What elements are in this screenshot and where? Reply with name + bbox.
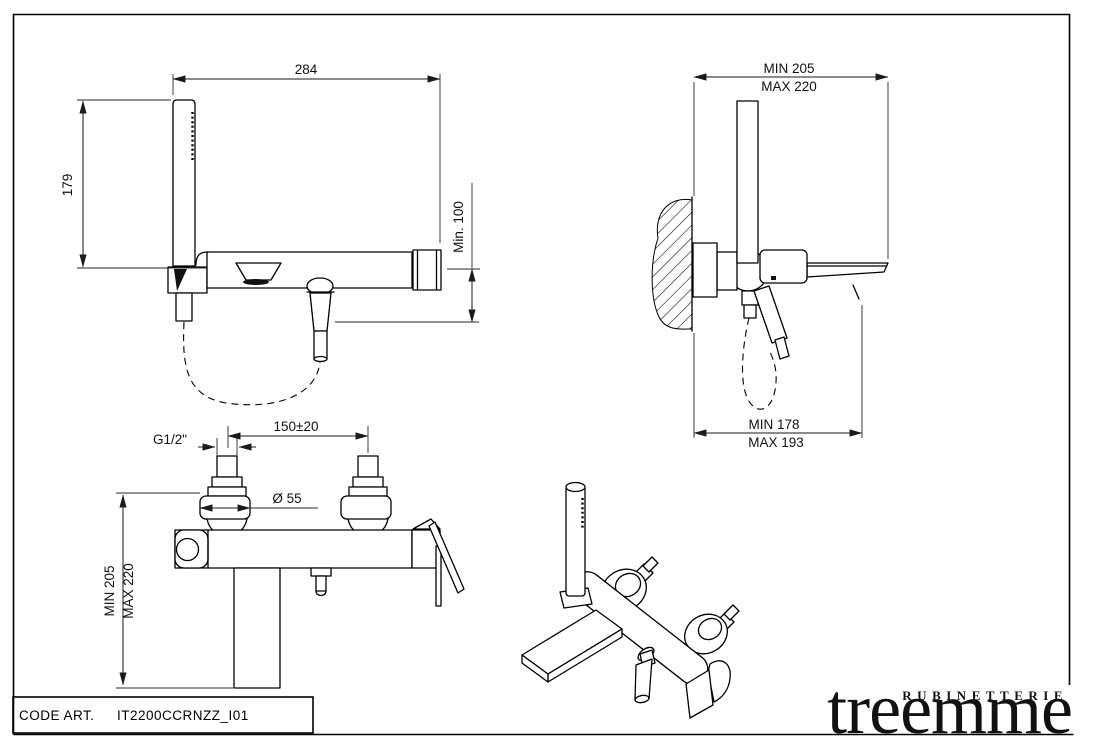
hand-shower <box>172 99 196 267</box>
dim-depth-min-label: MIN 205 <box>763 61 814 76</box>
hand-shower-column <box>736 100 759 264</box>
left-inlet <box>199 455 251 542</box>
dim-height-label: 179 <box>60 174 75 197</box>
hose-loop <box>741 317 777 410</box>
wall-connector <box>716 251 738 291</box>
dim-install-max-label: MAX 220 <box>121 563 136 619</box>
title-block: CODE ART. IT2200CCRNZZ_I01 <box>12 696 314 734</box>
mixer-body-front <box>174 529 413 569</box>
page-border <box>12 13 1074 736</box>
brand-wordmark: treemme <box>827 669 1072 749</box>
dim-install-min-label: MIN 205 <box>102 565 117 616</box>
right-inlet <box>340 455 392 542</box>
iso-hand-shower <box>559 481 593 609</box>
diverter-outlet <box>306 277 335 363</box>
front-view: G1/2" 150±20 Ø 55 MIN 205 MAX 220 <box>102 419 465 689</box>
lever-front <box>411 518 465 607</box>
diverter-front <box>310 567 332 597</box>
mounting-plate <box>692 242 718 298</box>
wall-mount-view: MIN 205 MAX 220 MIN 178 MAX 193 <box>651 61 889 450</box>
drip-mark <box>852 284 860 300</box>
brand-logo: RUBINETTERIE treemme <box>827 669 1073 749</box>
isometric-view <box>521 481 740 719</box>
dim-width-label: 284 <box>295 62 318 77</box>
dim-spacing-label: 150±20 <box>274 419 319 434</box>
code-art-value: IT2200CCRNZZ_I01 <box>117 708 249 723</box>
iso-diverter <box>634 646 656 704</box>
iso-lever <box>685 660 731 719</box>
dim-spout-min-label: MIN 178 <box>748 417 799 432</box>
cascade-spout <box>759 249 889 300</box>
wall-hatch <box>651 198 693 330</box>
body-fillet <box>195 251 209 266</box>
flat-spout-front <box>233 567 281 689</box>
shower-holder <box>167 266 208 294</box>
code-art-label: CODE ART. <box>19 708 95 723</box>
dim-rosette-label: Ø 55 <box>272 491 301 506</box>
side-view: 284 179 Min. 100 <box>60 62 480 406</box>
iso-spout <box>521 609 623 683</box>
body-end-cap <box>412 249 442 291</box>
lever-handle <box>235 262 282 285</box>
shower-handle <box>175 292 193 322</box>
handset-angled <box>753 285 790 360</box>
shower-outlet-front <box>175 537 200 562</box>
dim-spout-max-label: MAX 193 <box>748 435 804 450</box>
dim-thread-label: G1/2" <box>153 432 187 447</box>
shower-hose <box>183 321 321 406</box>
dim-depth-max-label: MAX 220 <box>761 79 817 94</box>
dim-min-height-label: Min. 100 <box>451 201 466 253</box>
holder-wedge <box>174 269 187 291</box>
brand-tagline: RUBINETTERIE <box>902 688 1068 703</box>
